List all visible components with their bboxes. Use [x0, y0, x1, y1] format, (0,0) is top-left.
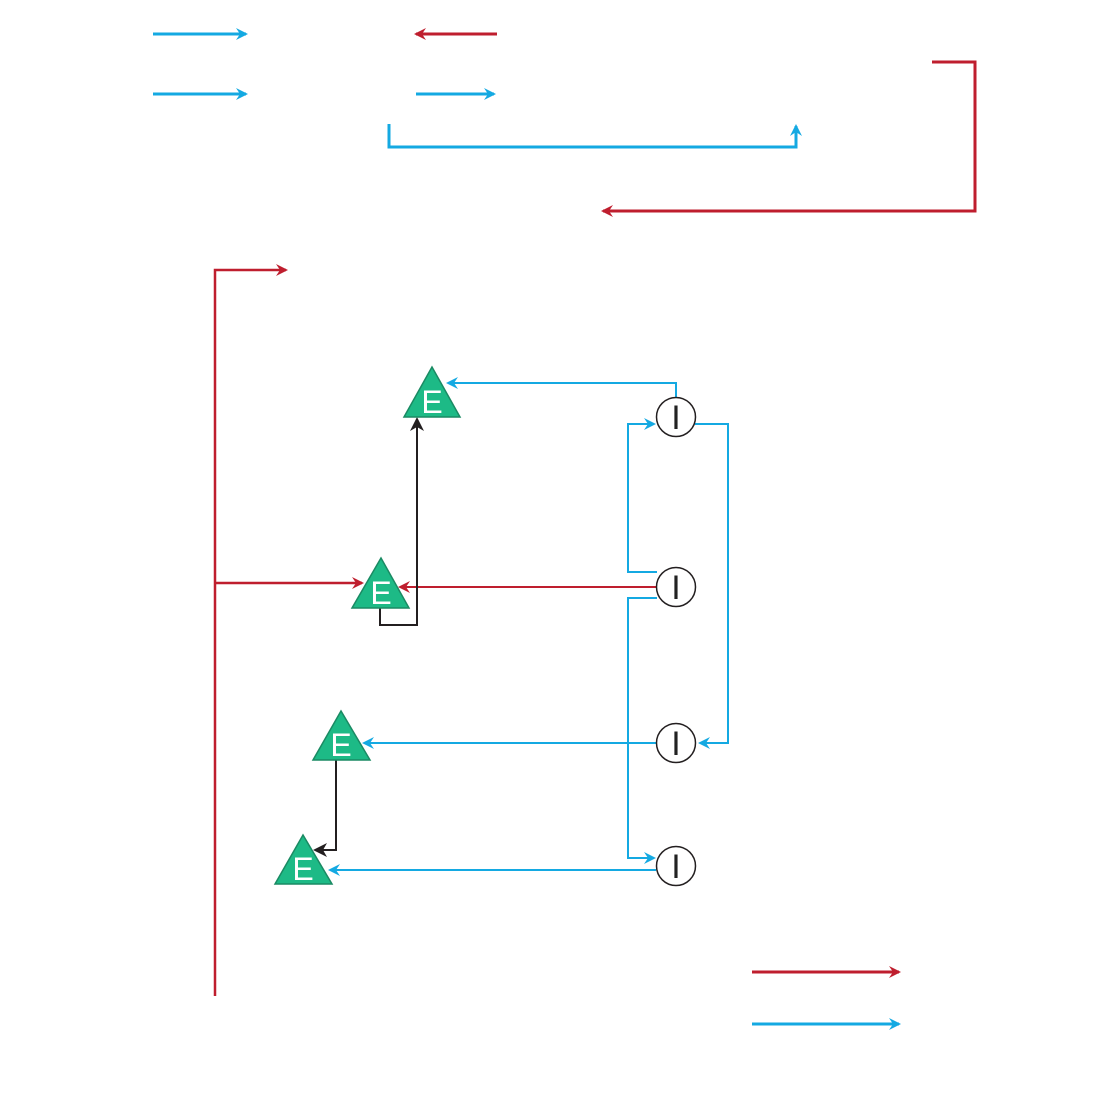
- i2-to-i4-arrow: [627, 597, 657, 864]
- e1-triangle: [402, 365, 462, 418]
- legend-red-bracket-arrow: [601, 60, 977, 217]
- e2-to-e1-arrow: [379, 417, 424, 626]
- i3-circle: [655, 722, 697, 764]
- i2-circle: [655, 566, 697, 608]
- e1-label: E: [421, 384, 442, 420]
- i1-to-i3-arrow: [695, 423, 729, 749]
- inhibitory-connections: [328, 377, 729, 876]
- inhibitory-node-i3: I: [655, 722, 697, 764]
- excitatory-node-e4: E: [273, 833, 334, 887]
- i1-label: I: [671, 399, 680, 437]
- excitatory-node-e1: E: [402, 365, 462, 420]
- inhibitory-node-i4: I: [655, 845, 697, 887]
- top-legend: [153, 28, 977, 217]
- excitatory-input-bus: [213, 264, 364, 996]
- e3-to-e4-arrow: [313, 760, 337, 857]
- excitatory-node-e3: E: [311, 709, 372, 763]
- e3-triangle: [311, 709, 372, 761]
- excitatory-node-e2: E: [350, 556, 411, 611]
- i3-label: I: [671, 725, 680, 763]
- i2-to-i1-arrow: [627, 418, 657, 573]
- i2-label: I: [671, 569, 680, 607]
- e2-label: E: [370, 575, 391, 611]
- i4-label: I: [671, 848, 680, 886]
- e2-triangle: [350, 556, 411, 609]
- i1-to-e1-arrow: [446, 377, 677, 398]
- legend-blue-bracket-arrow: [387, 124, 802, 149]
- i4-circle: [655, 845, 697, 887]
- internal-connections: [313, 417, 424, 857]
- bottom-legend: [752, 966, 901, 1030]
- red-bus-top-arrow: [213, 264, 288, 996]
- inhibitory-node-i1: I: [655, 396, 697, 438]
- e4-triangle: [273, 833, 334, 885]
- e3-label: E: [330, 727, 351, 763]
- inhibitory-node-i2: I: [655, 566, 697, 608]
- i1-circle: [655, 396, 697, 438]
- e4-label: E: [292, 851, 313, 887]
